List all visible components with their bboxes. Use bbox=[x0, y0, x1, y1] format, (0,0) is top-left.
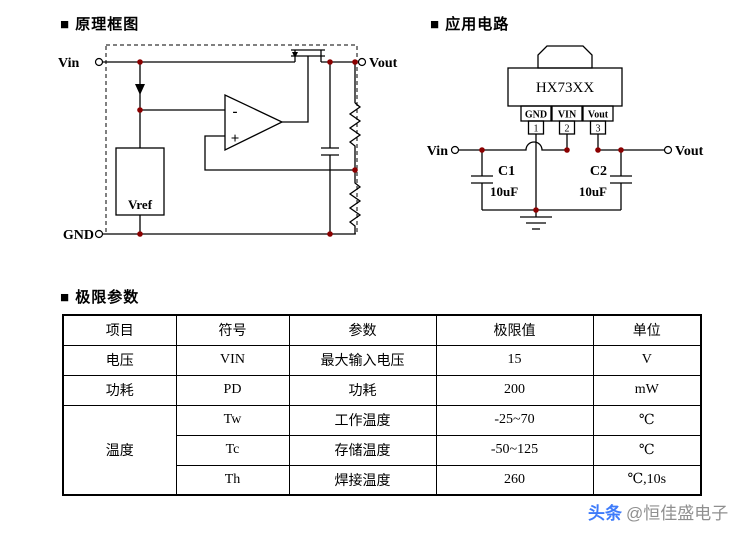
table-row: 功耗 PD 功耗 200 mW bbox=[62, 374, 702, 406]
pin-name-gnd: GND bbox=[525, 110, 547, 121]
vout-label: Vout bbox=[675, 144, 704, 159]
pin-number-1: 1 bbox=[534, 124, 539, 135]
col-header-unit: 单位 bbox=[592, 314, 702, 346]
pin-name-vout: Vout bbox=[588, 110, 609, 121]
app-circuit-wires bbox=[458, 45, 665, 230]
watermark-brand: 头条 bbox=[588, 504, 622, 523]
c1-label: C1 bbox=[498, 164, 515, 179]
pin-number-3: 3 bbox=[596, 124, 601, 135]
application-circuit: HX73XX GND VIN Vout 1 2 3 Vin Vout C1 10… bbox=[427, 45, 704, 230]
gnd-terminal bbox=[94, 229, 104, 239]
table-row: 电压 VIN 最大输入电压 15 V bbox=[62, 344, 702, 376]
cell-item: 功耗 bbox=[62, 374, 177, 406]
col-header-parameter: 参数 bbox=[288, 314, 437, 346]
watermark: 头条@恒佳盛电子 bbox=[588, 499, 728, 524]
table-row: Th 焊接温度 260 ℃,10s bbox=[63, 464, 702, 496]
ic-boundary-dashed-box bbox=[105, 44, 358, 235]
block-diagram: Vin Vout GND Vref - + bbox=[58, 44, 398, 243]
cell-parameter: 最大输入电压 bbox=[288, 344, 437, 376]
cell-unit: V bbox=[592, 344, 702, 376]
terminal-circles bbox=[94, 57, 367, 239]
cell-symbol: Tc bbox=[175, 434, 290, 466]
vout-terminal bbox=[663, 145, 673, 155]
ratings-title: ■ 极限参数 bbox=[60, 289, 140, 306]
vref-label: Vref bbox=[128, 197, 153, 212]
vin-label: Vin bbox=[58, 56, 79, 71]
block-diagram-panel: Vin Vout GND Vref - + bbox=[28, 38, 413, 253]
table-row: Tc 存储温度 -50~125 ℃ bbox=[63, 434, 702, 466]
feedback-resistors bbox=[348, 102, 362, 234]
error-amplifier bbox=[224, 93, 284, 152]
cell-symbol: PD bbox=[175, 374, 290, 406]
mosfet-arrow bbox=[292, 52, 298, 58]
pin-number-2: 2 bbox=[565, 124, 570, 135]
cell-unit: mW bbox=[592, 374, 702, 406]
col-header-limit: 极限值 bbox=[435, 314, 594, 346]
c2-value: 10uF bbox=[579, 184, 607, 199]
gnd-label: GND bbox=[63, 228, 94, 243]
cell-limit: 15 bbox=[435, 344, 594, 376]
cell-limit: -25~70 bbox=[435, 404, 594, 436]
opamp-minus-sign: - bbox=[233, 104, 238, 120]
block-diagram-wires bbox=[102, 44, 362, 235]
junction-dots bbox=[479, 147, 624, 213]
table-header-row: 项目 符号 参数 极限值 单位 bbox=[62, 314, 702, 346]
cell-unit: ℃ bbox=[592, 404, 702, 436]
vout-terminal bbox=[357, 57, 367, 67]
cell-limit: -50~125 bbox=[435, 434, 594, 466]
cell-unit: ℃ bbox=[592, 434, 702, 466]
cell-parameter: 工作温度 bbox=[288, 404, 437, 436]
input-wire-hop bbox=[458, 141, 567, 151]
cell-symbol: VIN bbox=[175, 344, 290, 376]
vref-block bbox=[115, 147, 165, 216]
cell-parameter: 功耗 bbox=[288, 374, 437, 406]
cell-item: 电压 bbox=[62, 344, 177, 376]
c2-label: C2 bbox=[590, 164, 607, 179]
block-diagram-title: ■ 原理框图 bbox=[60, 16, 140, 33]
pin-name-vin: VIN bbox=[558, 110, 577, 121]
cell-limit: 260 bbox=[435, 464, 594, 496]
chip-part-number: HX73XX bbox=[536, 80, 594, 96]
cell-limit: 200 bbox=[435, 374, 594, 406]
vin-terminal bbox=[94, 57, 104, 67]
cell-symbol: Tw bbox=[175, 404, 290, 436]
vout-label: Vout bbox=[369, 56, 398, 71]
cell-unit: ℃,10s bbox=[592, 464, 702, 496]
col-header-symbol: 符号 bbox=[175, 314, 290, 346]
ground-symbol bbox=[520, 210, 552, 230]
table-row: 温度 Tw 工作温度 -25~70 ℃ bbox=[62, 404, 702, 496]
junction-dots bbox=[137, 59, 358, 237]
current-arrow bbox=[135, 84, 145, 95]
cell-item-temperature: 温度 bbox=[62, 404, 177, 496]
c1-value: 10uF bbox=[490, 184, 518, 199]
app-circuit-panel: HX73XX GND VIN Vout 1 2 3 Vin Vout C1 10… bbox=[420, 38, 730, 243]
terminal-circles bbox=[450, 145, 673, 155]
opamp-plus-sign: + bbox=[231, 131, 240, 147]
app-circuit-title: ■ 应用电路 bbox=[430, 16, 510, 33]
gate-wire bbox=[282, 56, 309, 123]
chip-tab bbox=[537, 45, 593, 69]
col-header-item: 项目 bbox=[62, 314, 177, 346]
watermark-handle: @恒佳盛电子 bbox=[626, 504, 729, 523]
vin-label: Vin bbox=[427, 144, 448, 159]
cell-symbol: Th bbox=[175, 464, 290, 496]
ratings-table: 项目 符号 参数 极限值 单位 电压 VIN 最大输入电压 15 V 功耗 PD… bbox=[62, 314, 702, 496]
cell-parameter: 存储温度 bbox=[288, 434, 437, 466]
cell-parameter: 焊接温度 bbox=[288, 464, 437, 496]
vin-terminal bbox=[450, 145, 460, 155]
